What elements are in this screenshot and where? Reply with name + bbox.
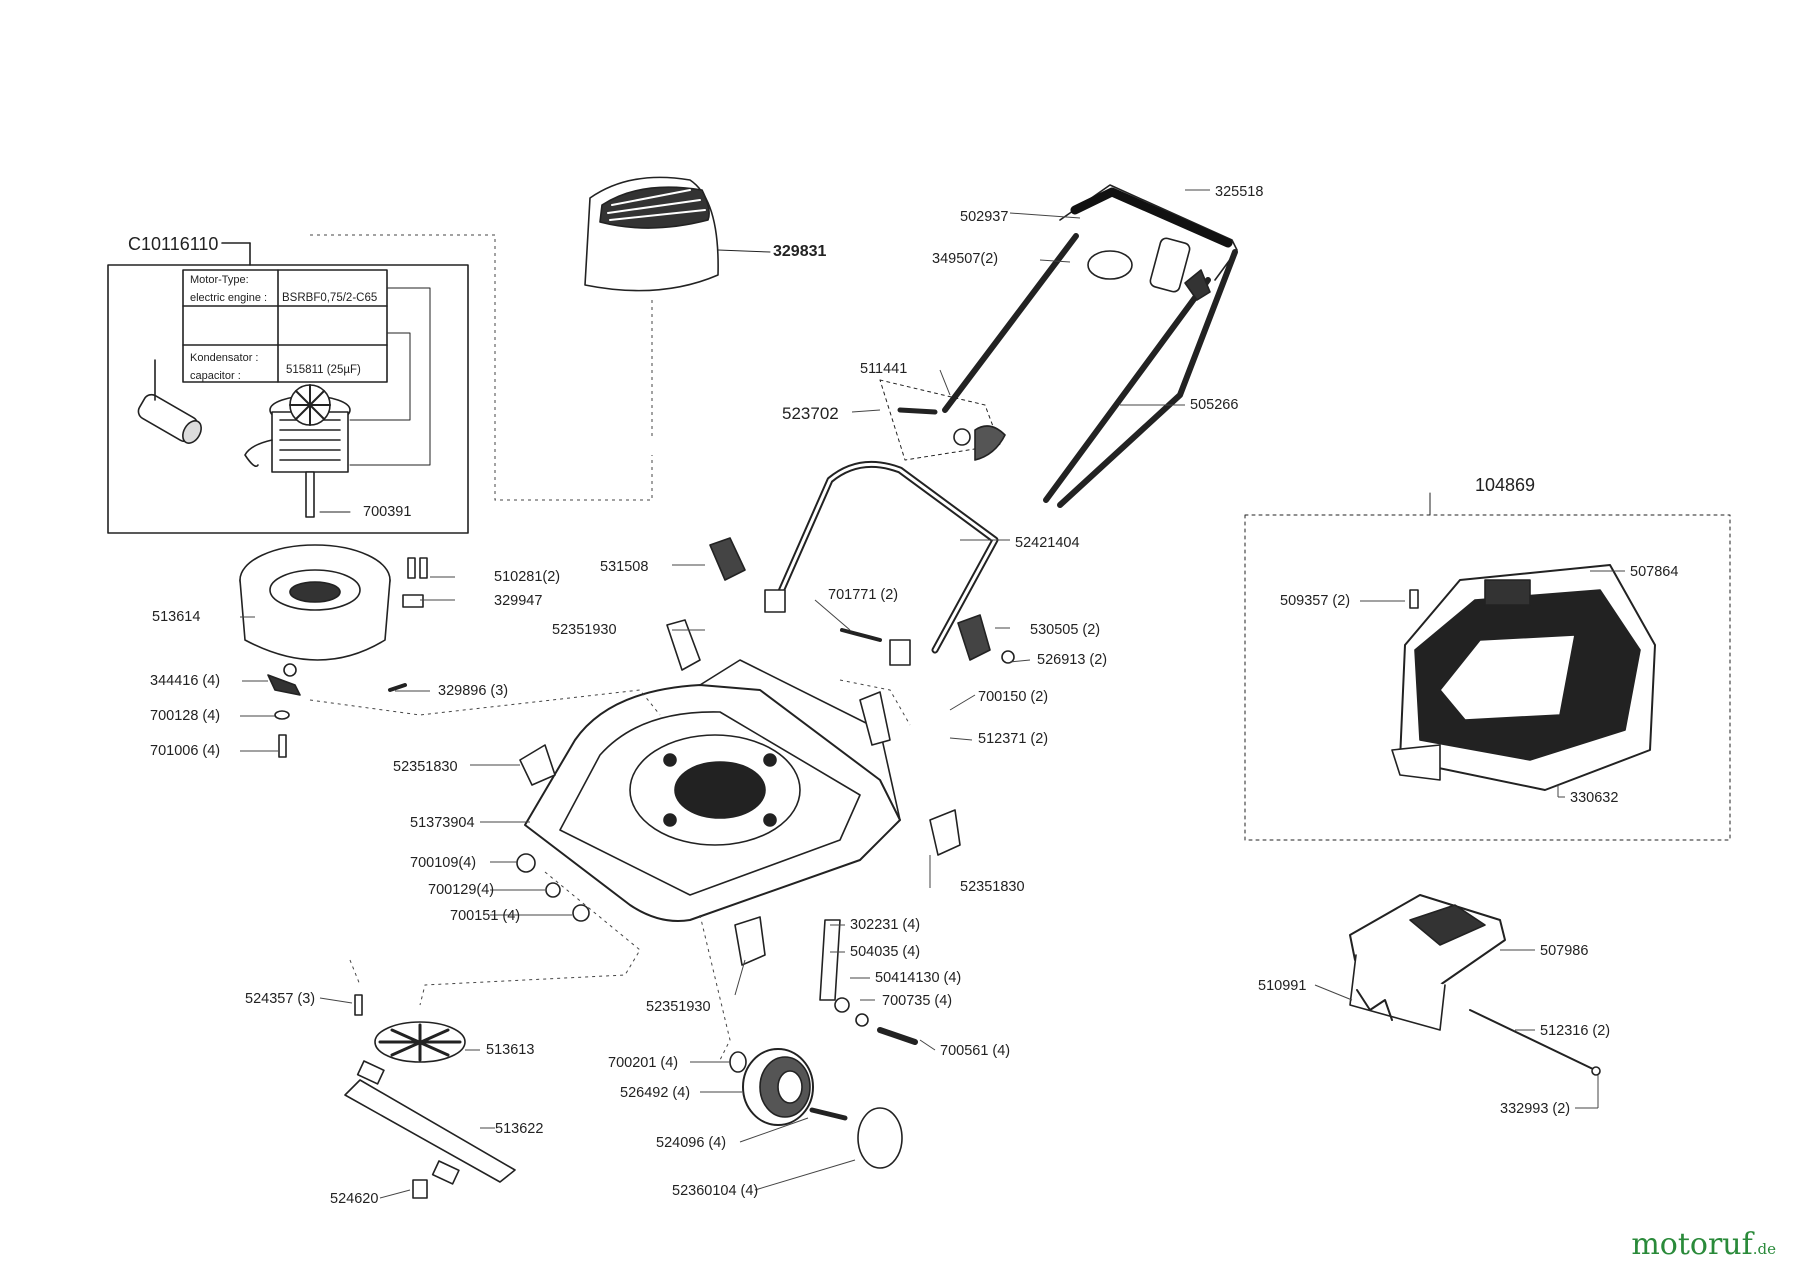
leader-lines: [240, 189, 1625, 1199]
part-label: 526913 (2): [1037, 652, 1108, 668]
part-label: 349507(2): [932, 251, 999, 267]
motor-cover-part: [584, 176, 771, 292]
part-label: 523702: [782, 404, 839, 423]
part-label: 524357 (3): [245, 991, 316, 1007]
fan-housing-part: [239, 544, 391, 677]
part-label: 700201 (4): [608, 1055, 679, 1071]
part-label: 512371 (2): [978, 731, 1049, 747]
part-label: 509357 (2): [1280, 593, 1351, 609]
mower-deck-part: [524, 659, 901, 922]
part-label: 530505 (2): [1030, 622, 1101, 638]
part-label: 524096 (4): [656, 1135, 727, 1151]
part-label: 511441: [860, 361, 908, 377]
grass-catcher-box: [1244, 514, 1731, 841]
part-label: 531508: [600, 559, 649, 575]
electric-motor-part: [244, 384, 351, 518]
part-label: 52351830: [960, 879, 1025, 895]
part-label: 512316 (2): [1540, 1023, 1611, 1039]
part-label: 513613: [486, 1042, 535, 1058]
part-label: 700129(4): [428, 882, 495, 898]
handle-bracket-part: [709, 537, 1015, 664]
brand-name: motoruf: [1631, 1227, 1753, 1262]
part-label: 700109(4): [410, 855, 477, 871]
part-label: 513622: [495, 1121, 544, 1137]
part-label: 510281(2): [494, 569, 561, 585]
part-label: 325518: [1215, 184, 1264, 200]
rear-flap-part: [1349, 894, 1601, 1076]
part-label: 50414130 (4): [875, 970, 962, 986]
part-label: 330632: [1570, 790, 1619, 806]
brand-logo[interactable]: motoruf.de: [1631, 1227, 1776, 1262]
part-label: 700150 (2): [978, 689, 1049, 705]
motor-assembly-box: [107, 264, 469, 534]
grass-catcher-part: [1391, 564, 1656, 791]
part-label: 52421404: [1015, 535, 1080, 551]
capacitor-label-en: capacitor :: [190, 370, 241, 382]
part-label: 700735 (4): [882, 993, 953, 1009]
part-label: 700151 (4): [450, 908, 521, 924]
part-label: 52351830: [393, 759, 458, 775]
part-label: 329947: [494, 593, 543, 609]
electric-engine-label: electric engine :: [190, 292, 268, 304]
motor-spec-table: [182, 269, 388, 383]
part-label: 52351930: [552, 622, 617, 638]
deck-bracket-parts: [519, 619, 961, 966]
part-label: 505266: [1190, 397, 1239, 413]
lower-handle-part: [764, 460, 999, 666]
capacitor-part: [137, 359, 202, 444]
part-label: 344416 (4): [150, 673, 221, 689]
motor-type-label: Motor-Type:: [190, 274, 249, 286]
part-label: 701771 (2): [828, 587, 899, 603]
part-label: 701006 (4): [150, 743, 221, 759]
upper-handle-part: [942, 184, 1238, 508]
part-label: 507986: [1540, 943, 1589, 959]
motor-assembly-code: C10116110: [128, 234, 219, 254]
part-label: 526492 (4): [620, 1085, 691, 1101]
part-label: 700391: [363, 504, 412, 520]
part-label: 329831: [773, 243, 827, 260]
part-label: 700561 (4): [940, 1043, 1011, 1059]
handle-clamp-part: [897, 407, 1006, 461]
wheel-fasteners: [516, 853, 918, 1045]
part-label: 302231 (4): [850, 917, 921, 933]
capacitor-label-de: Kondensator :: [190, 352, 259, 364]
part-label: 502937: [960, 209, 1009, 225]
part-label: 51373904: [410, 815, 475, 831]
part-label: 52351930: [646, 999, 711, 1015]
part-label: 329896 (3): [438, 683, 509, 699]
blade-part: [344, 994, 516, 1199]
capacitor-value: 515811 (25µF): [286, 364, 361, 376]
part-label: 513614: [152, 609, 201, 625]
part-label: 510991: [1258, 978, 1307, 994]
part-label: 700128 (4): [150, 708, 221, 724]
part-label: 332993 (2): [1500, 1101, 1571, 1117]
brand-suffix: .de: [1752, 1240, 1776, 1258]
wheel-part: [729, 1048, 903, 1169]
small-fasteners-left: [267, 557, 428, 758]
grass-catcher-set-code: 104869: [1475, 475, 1536, 495]
motor-type-value: BSRBF0,75/2-C65: [282, 292, 378, 304]
part-label: 52360104 (4): [672, 1183, 759, 1199]
part-label: 524620: [330, 1191, 379, 1207]
part-label: 504035 (4): [850, 944, 921, 960]
part-label: 507864: [1630, 564, 1679, 580]
